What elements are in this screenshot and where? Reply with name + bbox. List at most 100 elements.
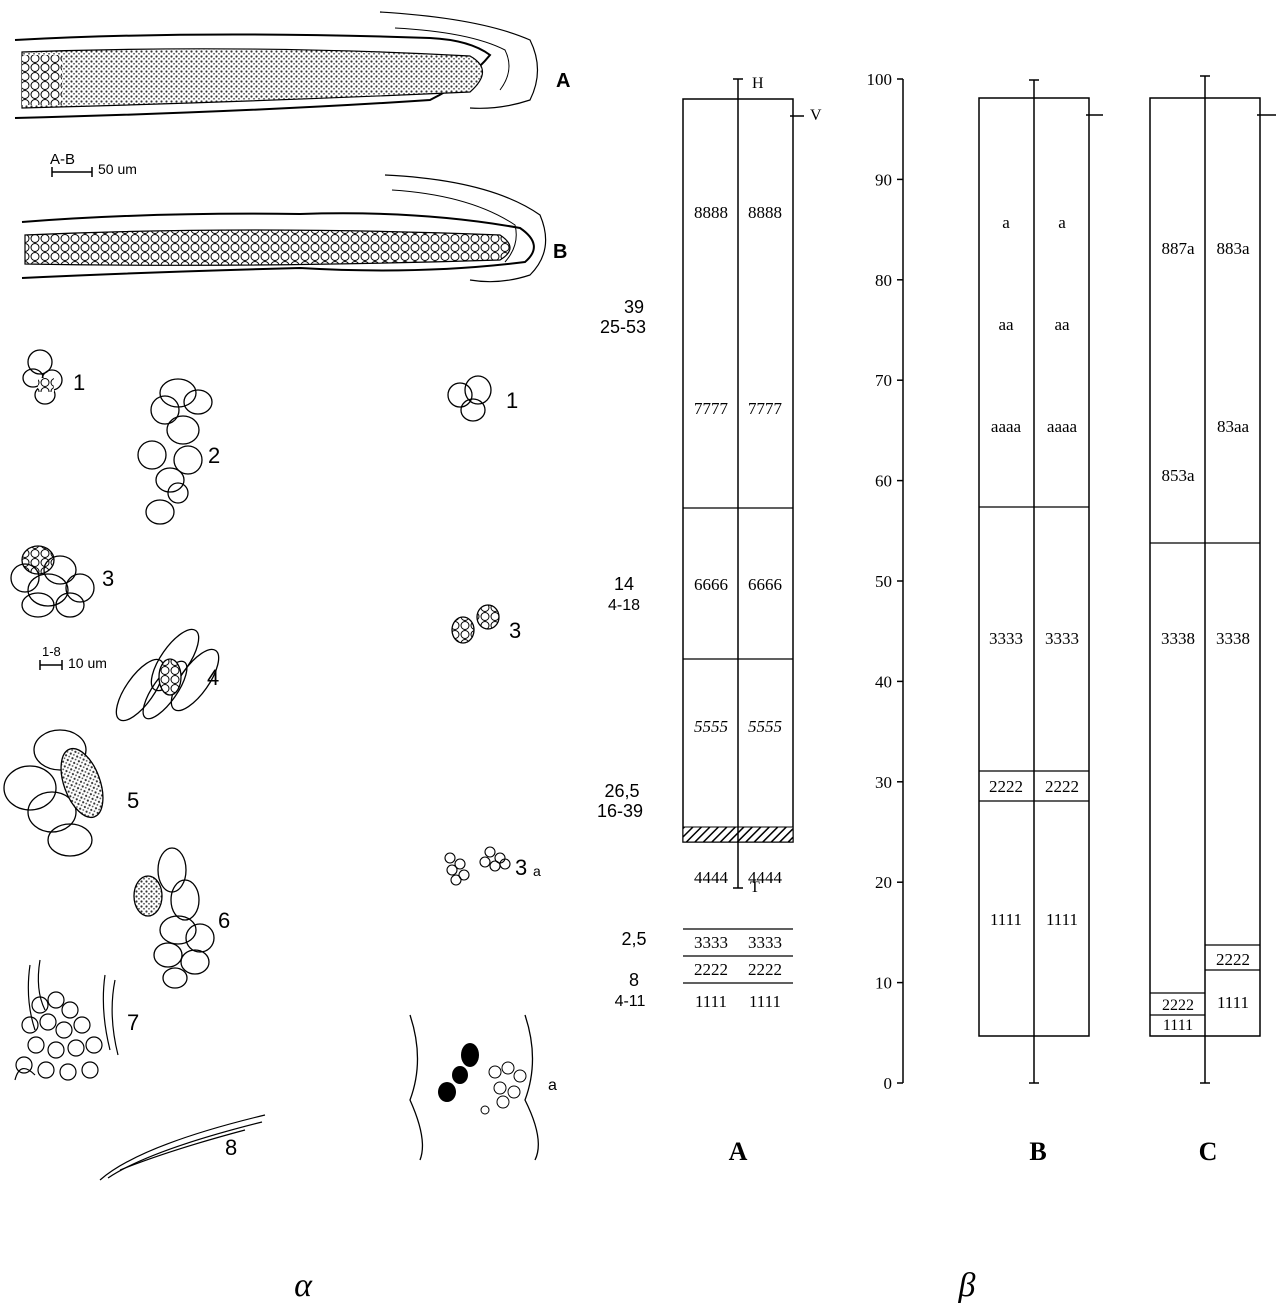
c-right-83aa: 83aa bbox=[1217, 417, 1250, 436]
stat-1-range: 25-53 bbox=[600, 317, 646, 337]
cell-cluster-7 bbox=[15, 960, 118, 1080]
cell-cluster-5 bbox=[4, 730, 111, 856]
marker-h: H bbox=[752, 75, 764, 92]
axis-tick-label: 70 bbox=[875, 371, 892, 390]
b-right-aa: aa bbox=[1054, 315, 1070, 334]
beta-caption: β bbox=[958, 1267, 976, 1304]
cell-label-r3a-subscript: a bbox=[533, 863, 541, 879]
cell-label-r3: 3 bbox=[509, 618, 521, 643]
alpha-caption: α bbox=[294, 1267, 313, 1304]
cell-cluster-6 bbox=[134, 848, 214, 988]
axis-tick-label: 40 bbox=[875, 672, 892, 691]
a-left-7777: 7777 bbox=[694, 399, 729, 418]
a-right-6666: 6666 bbox=[748, 575, 782, 594]
side-stats: 39 25-53 14 4-18 26,5 16-39 2,5 8 4-11 bbox=[597, 297, 647, 1010]
c-left-853a: 853a bbox=[1161, 466, 1195, 485]
stat-5-range: 4-11 bbox=[615, 993, 646, 1010]
scale-bar-ab-value: 50 um bbox=[98, 161, 137, 177]
axis-tick-label: 0 bbox=[884, 1074, 893, 1093]
cell-cluster-3 bbox=[11, 546, 94, 617]
b-left-3333: 3333 bbox=[989, 629, 1023, 648]
a-left-5555: 5555 bbox=[694, 717, 728, 736]
cell-cluster-ra bbox=[410, 1015, 538, 1160]
a-right-3333: 3333 bbox=[748, 933, 782, 952]
cell-cluster-2 bbox=[138, 379, 212, 524]
cell-label-ra: a bbox=[548, 1077, 557, 1094]
column-b: a a aa aa aaaa aaaa 3333 3333 2222 2222 … bbox=[979, 80, 1103, 1166]
stat-3-mean: 26,5 bbox=[604, 781, 639, 801]
c-right-2222: 2222 bbox=[1216, 950, 1250, 969]
cell-label-1: 1 bbox=[73, 370, 85, 395]
cell-label-3: 3 bbox=[102, 566, 114, 591]
strip-b-drawing bbox=[22, 175, 546, 282]
axis-tick-label: 90 bbox=[875, 170, 892, 189]
beta-panel: 0 10 20 30 40 50 60 70 80 90 100 H V T 8888 8888 7… bbox=[683, 70, 1276, 1304]
b-left-aa: aa bbox=[998, 315, 1014, 334]
a-left-4444: 4444 bbox=[694, 868, 729, 887]
b-right-aaaa: aaaa bbox=[1047, 417, 1078, 436]
a-right-5555: 5555 bbox=[748, 717, 782, 736]
stat-2-range: 4-18 bbox=[608, 597, 640, 614]
stat-2-mean: 14 bbox=[614, 574, 634, 594]
c-left-1111: 1111 bbox=[1163, 1017, 1193, 1034]
axis-tick-label: 30 bbox=[875, 773, 892, 792]
stat-3-range: 16-39 bbox=[597, 801, 643, 821]
a-right-7777: 7777 bbox=[748, 399, 783, 418]
cell-label-r3a: 3 bbox=[515, 855, 527, 880]
column-a-label: A bbox=[729, 1137, 748, 1166]
a-right-1111: 1111 bbox=[749, 992, 781, 1011]
a-right-2222: 2222 bbox=[748, 960, 782, 979]
a-left-8888: 8888 bbox=[694, 203, 728, 222]
b-left-a: a bbox=[1002, 213, 1010, 232]
c-right-1111: 1111 bbox=[1217, 993, 1249, 1012]
strip-b-label: B bbox=[553, 241, 567, 263]
scale-bar-18: 1-8 10 um bbox=[40, 644, 107, 671]
stat-1-mean: 39 bbox=[624, 297, 644, 317]
alpha-panel: A A-B 50 um B 1 bbox=[4, 12, 647, 1304]
cell-cluster-r1 bbox=[448, 376, 491, 421]
axis-tick-label: 60 bbox=[875, 472, 892, 491]
c-right-3338: 3338 bbox=[1216, 629, 1250, 648]
stat-5-mean: 8 bbox=[629, 970, 639, 990]
a-left-1111: 1111 bbox=[695, 992, 727, 1011]
axis-tick-label: 100 bbox=[867, 70, 893, 89]
cell-cluster-r3 bbox=[452, 605, 499, 643]
b-left-2222: 2222 bbox=[989, 777, 1023, 796]
column-c-label: C bbox=[1199, 1137, 1218, 1166]
c-left-887a: 887a bbox=[1161, 239, 1195, 258]
marker-v: V bbox=[810, 107, 822, 124]
stat-4-mean: 2,5 bbox=[621, 929, 646, 949]
b-right-3333: 3333 bbox=[1045, 629, 1079, 648]
b-left-aaaa: aaaa bbox=[991, 417, 1022, 436]
a-left-3333: 3333 bbox=[694, 933, 728, 952]
cell-cluster-1 bbox=[23, 350, 62, 404]
scale-bar-18-label: 1-8 bbox=[42, 644, 61, 659]
cell-cluster-r3a bbox=[445, 847, 510, 885]
a-right-4444: 4444 bbox=[748, 868, 783, 887]
axis-tick-label: 50 bbox=[875, 572, 892, 591]
cell-label-6: 6 bbox=[218, 908, 230, 933]
cell-label-4: 4 bbox=[207, 665, 219, 690]
scale-bar-ab-label: A-B bbox=[50, 151, 75, 168]
a-left-2222: 2222 bbox=[694, 960, 728, 979]
cell-label-r1: 1 bbox=[506, 388, 518, 413]
a-left-6666: 6666 bbox=[694, 575, 728, 594]
c-left-2222: 2222 bbox=[1162, 997, 1194, 1014]
axis-tick-label: 20 bbox=[875, 873, 892, 892]
column-a: H V T 8888 8888 7777 7777 6666 6666 5555… bbox=[683, 75, 822, 1166]
scale-bar-18-value: 10 um bbox=[68, 655, 107, 671]
c-left-3338: 3338 bbox=[1161, 629, 1195, 648]
axis-tick-label: 10 bbox=[875, 974, 892, 993]
scale-bar-ab: A-B 50 um bbox=[50, 151, 137, 177]
y-axis: 0 10 20 30 40 50 60 70 80 90 100 bbox=[867, 70, 904, 1093]
cell-label-2: 2 bbox=[208, 443, 220, 468]
b-right-2222: 2222 bbox=[1045, 777, 1079, 796]
column-c: 887a 883a 853a 83aa 3338 3338 2222 1111 … bbox=[1150, 76, 1276, 1166]
strip-a-label: A bbox=[556, 70, 570, 92]
cell-label-8: 8 bbox=[225, 1135, 237, 1160]
b-right-1111: 1111 bbox=[1046, 910, 1078, 929]
cell-cluster-8 bbox=[100, 1115, 265, 1180]
axis-tick-label: 80 bbox=[875, 271, 892, 290]
column-b-label: B bbox=[1029, 1137, 1046, 1166]
b-left-1111: 1111 bbox=[990, 910, 1022, 929]
